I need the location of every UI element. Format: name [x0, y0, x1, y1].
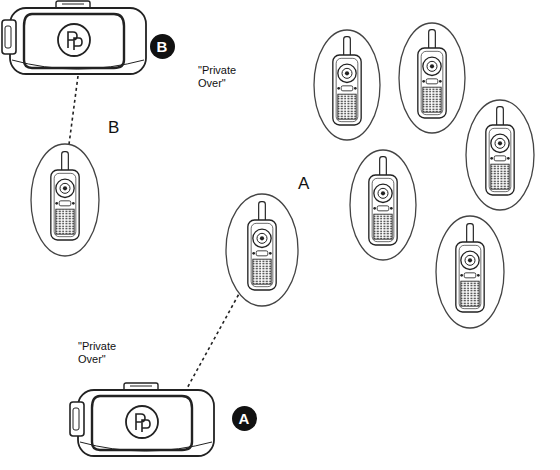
note-label: "Private Over": [78, 340, 140, 365]
callout-letter: B: [157, 39, 168, 54]
callout-badge: A: [232, 406, 257, 431]
handset-label: B: [108, 118, 119, 138]
note-label: "Private Over": [198, 64, 260, 89]
handset-label: A: [298, 174, 309, 194]
callout-letter: A: [239, 411, 250, 426]
callout-badge: B: [150, 34, 175, 59]
